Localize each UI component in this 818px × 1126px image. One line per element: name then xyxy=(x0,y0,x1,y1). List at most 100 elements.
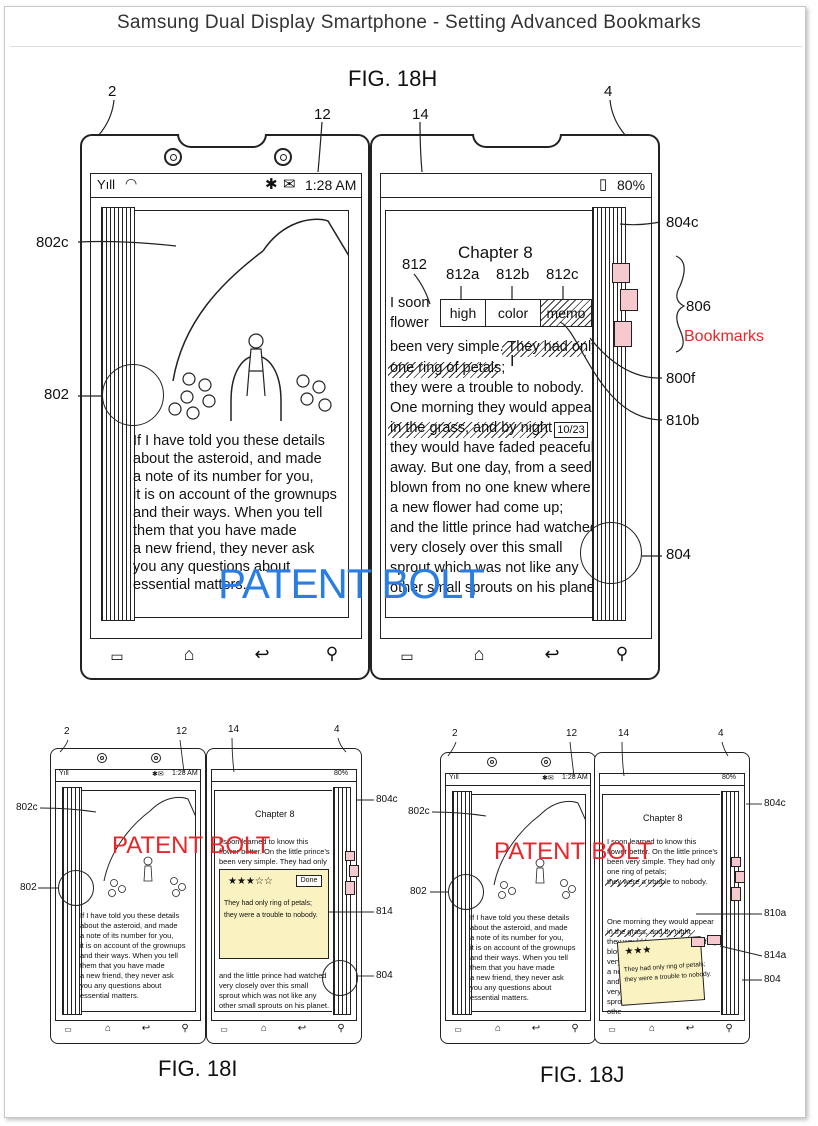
page-line: othe xyxy=(607,1007,622,1016)
bookmark-tab[interactable] xyxy=(731,887,741,901)
back-icon[interactable]: ↩ xyxy=(141,1023,151,1034)
home-icon[interactable]: ⌂ xyxy=(473,644,485,664)
search-icon[interactable]: ⚲ xyxy=(725,1023,733,1034)
search-icon[interactable]: ⚲ xyxy=(181,1023,189,1034)
bluetooth-icon: ✱✉ xyxy=(152,771,164,778)
page-line: it is on account of the grownups xyxy=(80,941,186,950)
bookmark-tab[interactable] xyxy=(614,321,632,347)
bookmark-tab[interactable] xyxy=(345,851,355,861)
back-icon[interactable]: ↩ xyxy=(297,1023,307,1034)
page-line: essential matters. xyxy=(470,993,529,1002)
page-line: I soon xyxy=(390,295,430,311)
home-icon[interactable]: ⌂ xyxy=(494,1023,502,1034)
page-line: If I have told you these details xyxy=(133,433,325,449)
search-icon[interactable]: ⚲ xyxy=(571,1023,579,1034)
search-icon[interactable]: ⚲ xyxy=(615,644,629,663)
highlight-mark xyxy=(388,362,498,378)
search-icon[interactable]: ⚲ xyxy=(337,1023,345,1034)
right-book-page[interactable]: Chapter 8 I soon flower been very simple… xyxy=(385,207,638,621)
highlight-mark xyxy=(605,879,665,887)
page-line: them that you have made xyxy=(133,523,297,539)
ref-label-804c: 804c xyxy=(666,214,699,231)
illustration-prince xyxy=(168,218,349,471)
battery-level: 80% xyxy=(334,770,349,777)
page-line: essential matters. xyxy=(133,577,247,593)
page-line: a new flower had come up; xyxy=(390,500,564,516)
right-phone-18j: 80% Chapter 8 I soon learned to know thi… xyxy=(594,752,750,1044)
page-line: one ring of petals; xyxy=(607,867,667,876)
star-rating[interactable]: ★★★☆☆ xyxy=(228,876,273,887)
home-icon[interactable]: ⌂ xyxy=(260,1023,268,1034)
ref-label-804c: 804c xyxy=(376,794,398,805)
status-time: 1:28 AM xyxy=(305,177,357,193)
ref-label-802c: 802c xyxy=(16,802,38,813)
done-button[interactable]: Done xyxy=(296,875,322,887)
right-book-page[interactable]: Chapter 8 I soon learned to know this fl… xyxy=(214,787,359,1015)
left-book-page[interactable]: If I have told you these details about t… xyxy=(62,787,196,1015)
bookmark-tab[interactable] xyxy=(620,289,638,311)
status-bar: 80% xyxy=(212,770,356,782)
back-icon[interactable]: ↩ xyxy=(544,644,560,664)
watermark: PATENT BOLT xyxy=(218,560,485,607)
status-bar: Yıll ◠ ✱ ✉ 1:28 AM xyxy=(91,174,361,198)
home-icon[interactable]: ⌂ xyxy=(183,644,195,664)
memo-line: they were a trouble to nobody. xyxy=(224,912,318,919)
page-line: I soon learned to know this xyxy=(219,837,309,846)
search-icon[interactable]: ⚲ xyxy=(325,644,339,663)
back-icon[interactable]: ↩ xyxy=(685,1023,695,1034)
menu-icon[interactable]: ▭ xyxy=(220,1025,228,1034)
bookmark-tab[interactable] xyxy=(707,935,721,945)
page-edges-right xyxy=(721,791,739,1015)
page-line: and their ways. When you tell xyxy=(470,953,568,962)
status-bar: 80% xyxy=(600,774,744,786)
bookmark-tab[interactable] xyxy=(691,937,705,947)
page-line: about the asteroid, and made xyxy=(133,451,322,467)
menu-icon[interactable]: ▭ xyxy=(64,1025,72,1034)
home-icon[interactable]: ⌂ xyxy=(104,1023,112,1034)
ref-label-814a: 814a xyxy=(764,950,787,961)
battery-level: 80% xyxy=(617,177,646,193)
ref-label-802: 802 xyxy=(20,882,37,893)
bookmark-tab[interactable] xyxy=(731,857,741,867)
right-phone: ▯ 80% Chapter 8 I soon flower been very … xyxy=(370,134,660,680)
bookmark-tab[interactable] xyxy=(349,865,359,877)
bookmark-tab[interactable] xyxy=(345,881,355,895)
page-line: If I have told you these details xyxy=(80,911,180,920)
left-book-page[interactable]: If I have told you these details about t… xyxy=(452,791,586,1015)
ref-label-802c: 802c xyxy=(408,806,430,817)
color-button[interactable]: color xyxy=(485,299,541,327)
ref-label-802: 802 xyxy=(410,886,427,897)
ref-label-814: 814 xyxy=(376,906,393,917)
bookmark-tab[interactable] xyxy=(612,263,630,283)
figure-caption-18h: FIG. 18H xyxy=(348,66,438,91)
ref-label-2: 2 xyxy=(108,83,117,100)
page-line: a new friend, they never ask xyxy=(470,973,564,982)
back-icon[interactable]: ↩ xyxy=(531,1023,541,1034)
ref-label-12: 12 xyxy=(314,106,331,123)
back-icon[interactable]: ↩ xyxy=(254,644,270,664)
menu-icon[interactable]: ▭ xyxy=(608,1025,616,1034)
menu-icon[interactable]: ▭ xyxy=(110,648,124,664)
ref-label-12: 12 xyxy=(176,726,188,737)
bookmark-tab[interactable] xyxy=(735,871,745,883)
ref-label-12: 12 xyxy=(566,728,578,739)
page-line: it is on account of the grownups xyxy=(133,487,337,503)
home-icon[interactable]: ⌂ xyxy=(648,1023,656,1034)
menu-icon[interactable]: ▭ xyxy=(400,648,414,664)
header-divider xyxy=(10,46,802,47)
camera-icon xyxy=(164,148,182,166)
memo-button[interactable]: memo xyxy=(540,299,592,327)
memo-note[interactable]: ★★★☆☆ Done They had only ring of petals;… xyxy=(219,869,329,959)
page-line: flower better. On the little prince's xyxy=(607,847,718,856)
page-line: you any questions about xyxy=(470,983,552,992)
high-button[interactable]: high xyxy=(440,299,486,327)
page-line: and the little prince had watched xyxy=(219,971,327,980)
ref-label-2: 2 xyxy=(64,726,70,737)
ref-label-802: 802 xyxy=(44,386,70,403)
page-line: very closely over this small xyxy=(390,540,563,556)
ref-label-804: 804 xyxy=(376,970,393,981)
menu-icon[interactable]: ▭ xyxy=(454,1025,462,1034)
page-line: spro xyxy=(607,997,622,1006)
ref-label-806: 806 xyxy=(686,298,712,315)
